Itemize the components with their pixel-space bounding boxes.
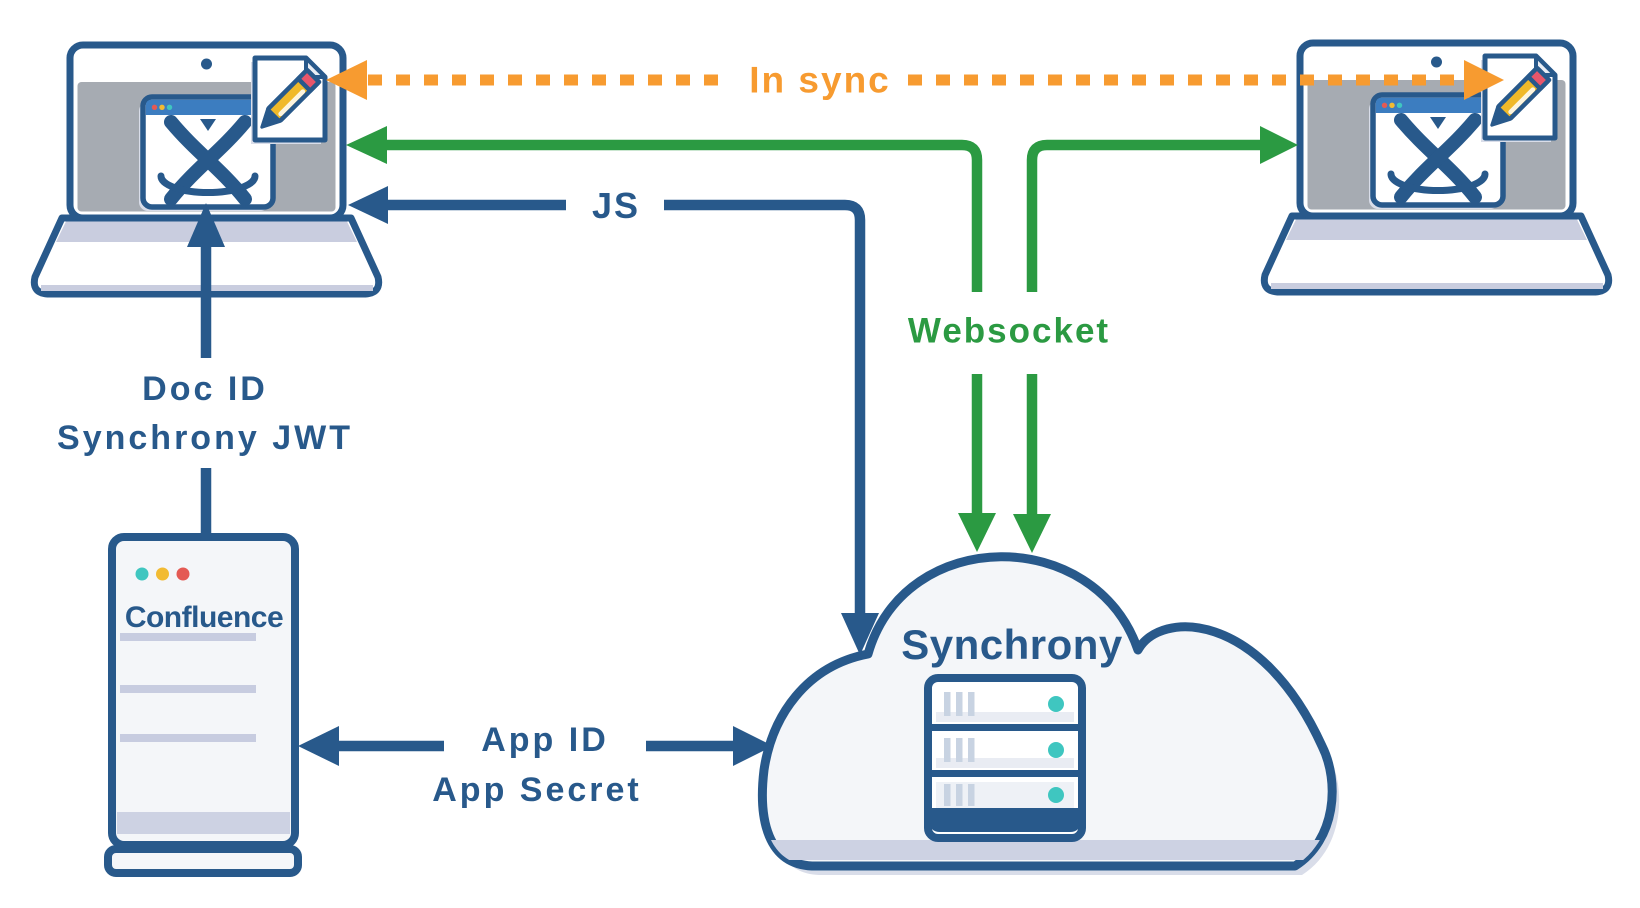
app-secret-label: App Secret bbox=[432, 771, 642, 809]
js-arrowhead-down bbox=[841, 613, 879, 655]
server-rack-icon bbox=[924, 674, 1086, 842]
confluence-server-icon bbox=[104, 533, 302, 877]
app-arrowhead-left bbox=[298, 726, 339, 766]
in-sync-label: In sync bbox=[749, 59, 891, 101]
server-dot-red bbox=[176, 567, 190, 581]
server-bottom-band bbox=[117, 812, 290, 834]
doc-id-label: Doc ID bbox=[142, 370, 268, 408]
cloud-bottom-band bbox=[762, 840, 1333, 860]
server-slot-lines bbox=[120, 633, 256, 742]
app-id-label: App ID bbox=[481, 721, 609, 759]
websocket-label: Websocket bbox=[907, 311, 1111, 351]
websocket-arrowhead-cloud-b bbox=[1013, 514, 1051, 553]
confluence-server-label: Confluence bbox=[124, 601, 284, 634]
doc-id-arrowhead-up bbox=[187, 203, 225, 247]
js-arrow bbox=[348, 186, 879, 655]
app-id-secret-arrow bbox=[298, 726, 773, 766]
app-arrowhead-right bbox=[733, 726, 773, 766]
synchrony-cloud-icon bbox=[745, 557, 1340, 875]
js-label: JS bbox=[591, 185, 641, 226]
websocket-arrow-left bbox=[346, 126, 996, 552]
rack-status-leds bbox=[1048, 696, 1064, 803]
server-dot-teal bbox=[135, 567, 149, 581]
js-arrowhead-left bbox=[348, 186, 388, 224]
synchrony-jwt-label: Synchrony JWT bbox=[57, 419, 353, 457]
laptop-right bbox=[1264, 43, 1608, 292]
synchrony-cloud-label: Synchrony bbox=[901, 621, 1123, 668]
websocket-arrowhead-laptop-right bbox=[1260, 126, 1298, 164]
doc-id-arrow bbox=[187, 203, 225, 541]
in-sync-arrowhead-right bbox=[1464, 60, 1504, 100]
server-pedestal bbox=[104, 845, 302, 877]
websocket-arrowhead-laptop-left bbox=[346, 126, 387, 164]
in-sync-arrowhead-left bbox=[326, 60, 367, 100]
websocket-arrowhead-cloud-a bbox=[958, 513, 996, 552]
rack-unit-bars bbox=[944, 692, 975, 806]
websocket-arrow-right bbox=[1013, 126, 1298, 553]
server-dot-yellow bbox=[156, 567, 169, 581]
in-sync-arrow bbox=[326, 60, 1504, 100]
